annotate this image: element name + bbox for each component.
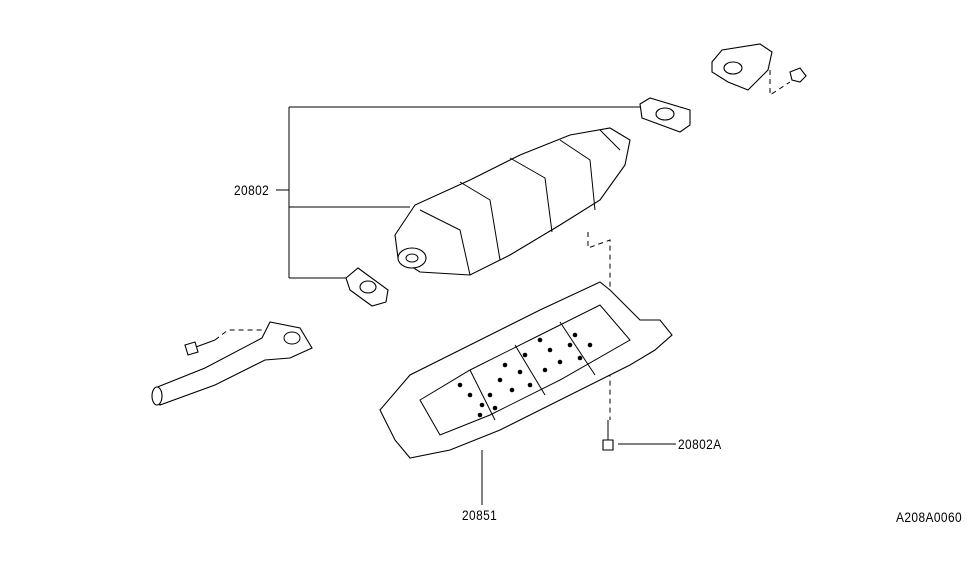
figure-id: A208A0060: [896, 509, 963, 525]
leader-20802: [276, 106, 640, 279]
callout-20851: 20851: [462, 507, 498, 523]
catalytic-converter: [394, 127, 631, 276]
upper-gasket: [639, 97, 691, 133]
heat-insulator: [379, 281, 673, 459]
front-pipe-flange: [711, 43, 807, 96]
callout-20802a: 20802A: [678, 436, 722, 452]
lower-gasket: [345, 267, 389, 307]
callout-20802: 20802: [234, 182, 270, 198]
exhaust-pipe: [151, 321, 313, 406]
bolt: [602, 420, 676, 451]
